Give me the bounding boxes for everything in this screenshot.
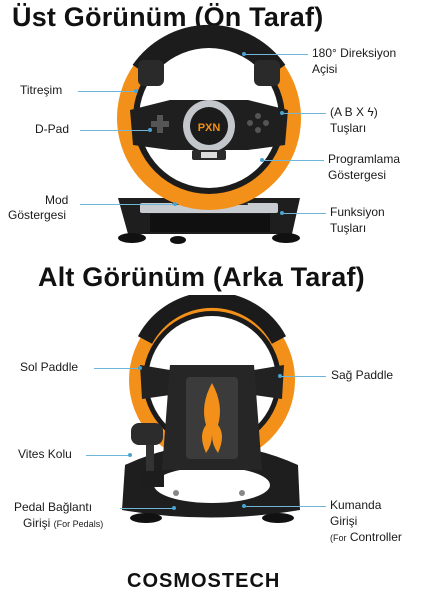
- dot-pedal: [172, 506, 176, 510]
- abxy-buttons: [247, 113, 269, 133]
- back-rim-top: [137, 295, 287, 344]
- dpad-icon: [151, 115, 169, 133]
- controller-port: [239, 490, 245, 496]
- label-pedal-line1: Pedal Bağlantı: [14, 500, 93, 514]
- label-ctrl-line3: (For Controller: [330, 530, 402, 546]
- back-foot-right: [262, 513, 294, 523]
- leader-mode: [80, 204, 175, 205]
- right-paddle: [254, 365, 284, 399]
- label-mode-line2: Göstergesi: [8, 208, 67, 222]
- dot-gear: [128, 453, 132, 457]
- leader-left-paddle: [94, 368, 140, 369]
- hub-logo: PXN: [198, 122, 221, 134]
- leader-vibration: [78, 91, 136, 92]
- label-mode-line1: Mod: [45, 193, 69, 207]
- dot-steering: [242, 52, 246, 56]
- label-steering-line2: Açisi: [312, 62, 338, 76]
- dot-right-paddle: [278, 374, 282, 378]
- back-wheel-illustration: [122, 295, 300, 523]
- gear-mount: [142, 471, 164, 487]
- back-foot-left: [130, 513, 162, 523]
- label-left-paddle: Sol Paddle: [20, 360, 79, 374]
- label-abxy-line2: Tuşları: [330, 121, 367, 135]
- label-prog-line2: Göstergesi: [328, 168, 387, 182]
- label-dpad: D-Pad: [35, 122, 70, 136]
- label-pedal-note: (For Pedals): [53, 519, 104, 529]
- label-steering-line1: 180° Direksiyon: [312, 46, 397, 60]
- label-pedal-line2: Girişi (For Pedals): [23, 516, 103, 532]
- left-paddle: [140, 365, 170, 399]
- left-grip: [138, 60, 164, 86]
- gear-shaft: [146, 435, 154, 477]
- wheel-rim-top-grip: [132, 24, 286, 76]
- base-foot-left: [118, 233, 146, 243]
- hub-center: [190, 107, 228, 145]
- pedal-port: [173, 490, 179, 496]
- top-view-title: Üst Görünüm (Ön Taraf): [12, 2, 324, 32]
- prog-indicator: [201, 152, 217, 158]
- dot-func: [280, 211, 284, 215]
- dot-dpad: [148, 128, 152, 132]
- leader-abxy: [282, 113, 326, 114]
- dot-mode: [173, 202, 177, 206]
- back-base-hole: [154, 467, 270, 503]
- dot-abxy: [280, 111, 284, 115]
- leader-gear: [86, 455, 130, 456]
- dot-vibration: [134, 89, 138, 93]
- leader-prog: [262, 160, 324, 161]
- gear-knob: [131, 423, 163, 445]
- label-ctrl-note-prefix: (For: [330, 533, 347, 543]
- label-pedal-girisi: Girişi: [23, 516, 51, 530]
- label-func-line1: Funksiyon: [330, 205, 385, 219]
- leader-steering: [244, 54, 308, 55]
- label-ctrl-note-word: Controller: [349, 530, 402, 544]
- leader-pedal: [120, 508, 174, 509]
- dot-ctrl: [242, 504, 246, 508]
- brand-logo-text: COSMOSTECH: [127, 570, 281, 592]
- leader-dpad: [80, 130, 150, 131]
- leader-ctrl: [244, 506, 326, 507]
- label-func-line2: Tuşları: [330, 221, 367, 235]
- dot-left-paddle: [138, 366, 142, 370]
- base-foot-right: [272, 233, 300, 243]
- label-abxy-line1: (A B X ϟ): [330, 105, 378, 119]
- leader-right-paddle: [280, 376, 326, 377]
- dot-prog: [260, 158, 264, 162]
- flame-graphic-icon: [202, 383, 222, 453]
- label-gear: Vites Kolu: [18, 447, 72, 461]
- label-ctrl-line2: Girişi: [330, 514, 358, 528]
- label-vibration: Titreşim: [20, 83, 63, 97]
- label-ctrl-line1: Kumanda: [330, 498, 382, 512]
- label-right-paddle: Sağ Paddle: [331, 368, 394, 382]
- base-foot-mid: [170, 236, 186, 244]
- right-grip: [254, 60, 280, 86]
- leader-func: [282, 213, 326, 214]
- label-mode: Mod: [45, 193, 68, 208]
- back-view-title: Alt Görünüm (Arka Taraf): [38, 262, 365, 292]
- base-inner: [150, 214, 270, 232]
- label-prog-line1: Programlama: [328, 152, 401, 166]
